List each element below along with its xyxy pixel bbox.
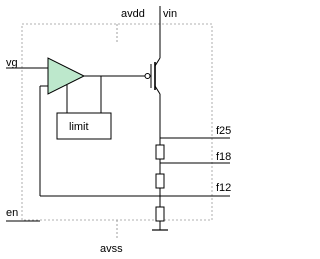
pmos-source-lead	[154, 57, 161, 67]
block-boundary	[21, 23, 213, 221]
vg-label: vg	[6, 57, 18, 69]
avdd-label: avdd	[121, 8, 145, 20]
vin-label: vin	[163, 8, 177, 20]
limit-label: limit	[69, 121, 89, 133]
avss-label: avss	[100, 243, 123, 255]
regulator-schematic: avdd vin vg limit f25 f18 f12 en avss	[6, 6, 231, 255]
divider-resistor-bottom	[155, 206, 165, 222]
pmos-drain-lead	[154, 85, 161, 95]
limit-block	[56, 112, 112, 140]
divider-resistor-middle	[155, 173, 165, 189]
error-amplifier-triangle	[47, 57, 86, 95]
divider-resistor-top	[155, 144, 165, 160]
f25-label: f25	[216, 125, 231, 137]
f12-label: f12	[216, 182, 231, 194]
pmos-gate-bubble	[144, 73, 151, 79]
f18-label: f18	[216, 151, 231, 163]
en-label: en	[6, 207, 18, 219]
